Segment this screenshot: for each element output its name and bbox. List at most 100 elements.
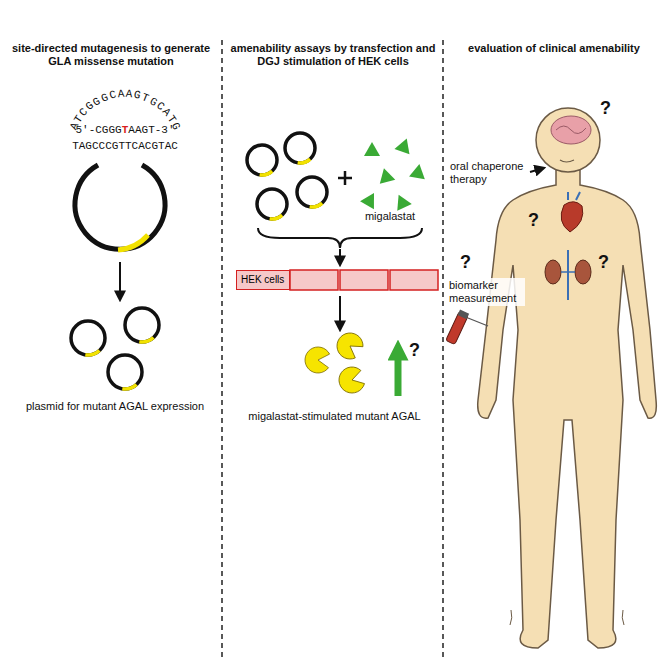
agal-enzyme [305, 347, 330, 373]
question-mark: ? [528, 210, 548, 232]
therapy-label: oral chaperone therapy [450, 160, 528, 186]
letter: C [92, 140, 99, 152]
migalastat-triangle [360, 189, 381, 209]
panel-heading: evaluation of clinical amenability [450, 42, 658, 55]
gene-insert [85, 349, 101, 357]
letter: T [118, 140, 125, 152]
gene-insert [122, 383, 138, 391]
blood-tube [446, 310, 488, 345]
art-shape [75, 165, 165, 249]
gene-insert [269, 214, 283, 221]
letter: C [95, 124, 102, 136]
agal-enzyme [335, 364, 367, 397]
letter: G [102, 124, 109, 136]
letter: G [85, 140, 92, 152]
agal-enzyme [332, 328, 366, 363]
cell-label: HEK cells [241, 274, 284, 285]
caption-label: migalastat-stimulated mutant AGAL [232, 410, 437, 423]
increase-arrow [395, 350, 402, 396]
art-shape [340, 270, 388, 290]
panel-heading: site-directed mutagenesis to generate GL… [8, 42, 214, 68]
question-mark: ? [409, 340, 429, 362]
art-shape [551, 116, 591, 144]
letter: A [135, 124, 142, 136]
art-shape [567, 250, 569, 300]
biomarker-label: biomarker measurement [447, 278, 525, 306]
letter: T [122, 124, 129, 136]
art-shape [560, 160, 574, 162]
art-shape [575, 260, 591, 284]
plasmid-ring [71, 321, 105, 355]
big-plasmid [75, 165, 165, 250]
plasmid-ring [125, 308, 159, 342]
art-shape [478, 170, 657, 648]
drug-label: migalastat [355, 210, 425, 223]
plus-sign [338, 171, 352, 185]
art-shape [290, 270, 338, 290]
letter: T [125, 140, 132, 152]
sequence-strand: TAGCCCGTTCACGTAC [70, 140, 180, 153]
letter: T [72, 140, 79, 152]
migalastat-triangle [409, 163, 427, 180]
small-plasmids [247, 133, 327, 221]
art-shape [118, 235, 148, 250]
gene-insert [297, 158, 311, 165]
plasmid-ring [297, 177, 327, 207]
small-plasmids [71, 308, 159, 391]
letter: G [112, 140, 119, 152]
letter: C [105, 140, 112, 152]
hek-cell-row [290, 270, 438, 290]
art-shape [468, 318, 488, 326]
art-shape [390, 270, 438, 290]
plasmid-ring [257, 189, 287, 219]
letter: A [115, 88, 126, 102]
gene-insert [139, 336, 155, 344]
letter: 5 [75, 124, 82, 136]
migalastat-triangle [376, 166, 395, 184]
plasmid-ring [247, 145, 277, 175]
agal-enzymes [305, 328, 367, 396]
letter: C [145, 140, 152, 152]
letter: T [158, 140, 165, 152]
migalastat-triangle [364, 142, 380, 156]
art-shape [545, 260, 561, 284]
letter: G [108, 124, 115, 136]
art-shape [510, 610, 624, 625]
letter: A [128, 124, 135, 136]
gene-insert [259, 170, 273, 177]
letter: C [171, 140, 178, 152]
letter: - [89, 124, 96, 136]
letter: T [148, 124, 155, 136]
migalastat-triangle [391, 191, 411, 210]
gene-insert [309, 202, 323, 209]
letter: C [132, 140, 139, 152]
letter: A [138, 140, 145, 152]
letter: ' [168, 124, 175, 136]
letter: G [151, 140, 158, 152]
question-mark: ? [598, 252, 618, 274]
down-arrow [119, 262, 121, 300]
caption-label: plasmid for mutant AGAL expression [20, 400, 210, 413]
human-figure [478, 108, 657, 648]
plasmid-ring [108, 355, 142, 389]
sequence-strand: 5'-CGGGTAAGT-3' [70, 124, 180, 137]
plasmid-ring [285, 133, 315, 163]
art-shape [561, 202, 583, 232]
letter: C [99, 140, 106, 152]
letter: - [155, 124, 162, 136]
down-arrow [339, 296, 341, 330]
question-mark: ? [460, 252, 480, 274]
art-shape [458, 310, 470, 320]
letter: ' [82, 124, 89, 136]
art-shape [556, 126, 586, 134]
panel-divider [442, 40, 444, 660]
therapy-arrow [530, 168, 544, 172]
letter: A [79, 140, 86, 152]
art-shape [536, 108, 600, 172]
panel-divider [221, 40, 223, 660]
letter: G [115, 124, 122, 136]
letter: G [142, 124, 149, 136]
art-shape [568, 192, 580, 200]
migalastat-molecules [360, 136, 427, 211]
